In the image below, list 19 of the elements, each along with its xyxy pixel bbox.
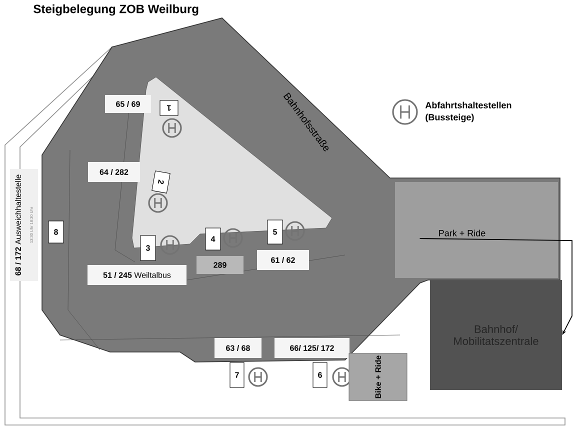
- route-label: 66/ 125/ 172: [274, 338, 350, 358]
- bike-parking-box: Bike + Ride: [348, 353, 408, 401]
- platform-number: 6: [312, 362, 328, 388]
- platform-number: 7: [230, 362, 244, 388]
- platform-number: 3: [140, 235, 156, 261]
- route-label: 51 / 245 Weiltalbus: [88, 265, 186, 285]
- platform-number: 4: [205, 228, 221, 250]
- legend-text: Abfahrtshaltestellen (Bussteige): [425, 102, 512, 122]
- platform-number: 5: [267, 220, 283, 244]
- title: Steigbelegung ZOB Weilburg: [34, 4, 198, 16]
- route-label: 289: [196, 256, 244, 274]
- parking-label: Park + Ride: [439, 230, 486, 236]
- route-label: 63 / 68: [214, 338, 262, 358]
- platform-number: 1: [160, 100, 178, 116]
- platform-number: 2: [152, 170, 170, 194]
- platform-number: 8: [48, 220, 64, 244]
- route-label: 65 / 69: [105, 95, 151, 113]
- route-label: 61 / 62: [257, 250, 309, 270]
- route-label: 64 / 282: [88, 162, 140, 182]
